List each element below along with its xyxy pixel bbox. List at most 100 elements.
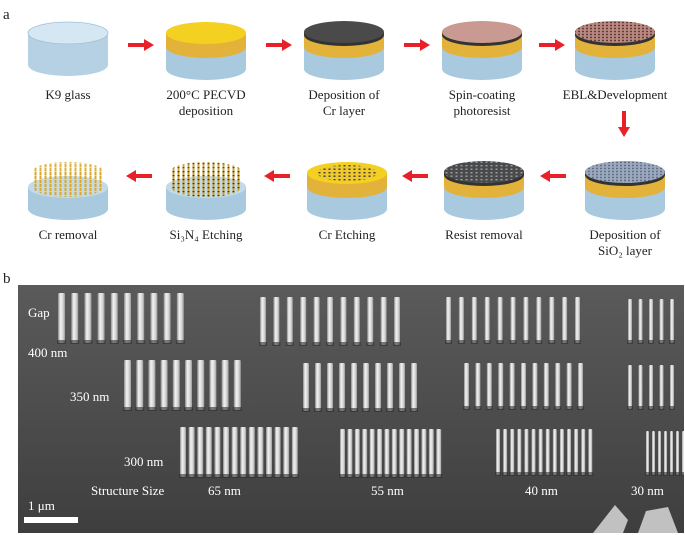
nanopillar-shadow (350, 408, 358, 412)
nanopillar-shadow (136, 340, 146, 344)
nanopillar (339, 363, 345, 411)
nanopillar (649, 365, 653, 409)
nanopillar-shadow (522, 340, 530, 344)
nanopillar-shadow (627, 406, 633, 410)
nanopillar (375, 363, 381, 411)
nanopillar-shadow (474, 406, 482, 410)
nanopillar-shadow (314, 408, 322, 412)
nanopillar (148, 360, 156, 410)
nanopillar (197, 427, 204, 477)
nanopillar (406, 429, 412, 477)
nanopillar-shadow (247, 474, 256, 478)
gap-value-300: 300 nm (124, 454, 163, 469)
nanopillar (223, 427, 229, 477)
nanopillar-shadow (230, 474, 239, 478)
nanopillar (414, 429, 419, 477)
nanopillar (286, 297, 293, 345)
nanopillar (562, 297, 568, 343)
nanopillar-shadow (326, 342, 334, 346)
nanopillar-shadow (577, 406, 584, 410)
nanopillar (362, 429, 368, 477)
nanopillar (266, 427, 272, 477)
nanopillar-shadow (648, 340, 654, 344)
nanopillar (124, 293, 131, 343)
nanopillar-shadow (374, 408, 382, 412)
nanopillar-shadow (537, 472, 544, 476)
nanopillar (578, 363, 583, 409)
nanopillar (532, 363, 538, 409)
nanopillar-shadow (159, 407, 169, 411)
nanopillar (327, 363, 333, 411)
nanopillar (628, 365, 632, 409)
nanopillar (536, 297, 542, 343)
nanopillar (110, 293, 118, 343)
nanopillar-shadow (509, 340, 517, 344)
step-label: EBL&Development (562, 87, 668, 102)
nanopillar (274, 427, 281, 477)
nanopillar-shadow (256, 474, 265, 478)
nanopillar-shadow (135, 407, 145, 411)
nanopillar-shadow (339, 474, 346, 478)
nanopillar (659, 365, 664, 409)
nanopillar-shadow (259, 342, 267, 346)
nanopillar-shadow (123, 407, 132, 411)
nanopillar-shadow (162, 340, 172, 344)
left-arrow-icon (264, 170, 290, 182)
panel-b-letter: b (3, 271, 11, 287)
resist-removed-wafer-icon (444, 161, 524, 220)
nanopillar-shadow (457, 340, 465, 344)
nanopillar-shadow (149, 340, 159, 344)
size-40nm: 40 nm (525, 483, 558, 498)
nanopillar (351, 363, 357, 411)
nanopillar-shadow (410, 408, 418, 412)
left-arrow-icon (540, 170, 566, 182)
nanopillar-shadow (290, 474, 299, 478)
k9-glass-icon (27, 21, 109, 76)
nanopillar-shadow (393, 342, 401, 346)
nanopillar (531, 429, 536, 475)
nanopillar (97, 293, 105, 343)
nanopillar (497, 297, 503, 343)
right-arrow-icon (266, 39, 292, 51)
nanopillar-shadow (353, 474, 361, 478)
nanopillar (646, 431, 649, 475)
nanopillar-shadow (509, 472, 516, 476)
nanopillar-shadow (282, 474, 291, 478)
final-wafer-icon (28, 162, 108, 220)
nanopillar-shadow (83, 340, 93, 344)
nanopillar (510, 429, 515, 475)
nanopillar-shadow (109, 340, 119, 344)
left-arrow-icon (402, 170, 428, 182)
nanopillar-shadow (420, 474, 428, 478)
nanopillar-shadow (627, 340, 633, 344)
size-30nm: 30 nm (631, 483, 664, 498)
nanopillar (313, 297, 320, 345)
step-ebl: EBL&Development (555, 3, 675, 103)
nanopillar-shadow (338, 408, 346, 412)
nanopillar-shadow (445, 340, 452, 344)
size-55nm: 55 nm (371, 483, 404, 498)
nanopillar-shadow (544, 472, 551, 476)
nanopillar (340, 297, 347, 345)
nanopillar (638, 299, 643, 343)
nanopillar-shadow (187, 474, 196, 478)
nanopillar (347, 429, 353, 477)
nanopillar (628, 299, 632, 343)
nanopillar-shadow (483, 340, 491, 344)
nanopillar (498, 363, 504, 409)
nanopillar-shadow (497, 406, 505, 410)
nanopillar (670, 431, 673, 475)
nanopillar-shadow (470, 340, 478, 344)
gap-value-350: 350 nm (70, 389, 109, 404)
nanopillar-shadow (502, 472, 509, 476)
nanopillar-shadow (554, 406, 562, 410)
nanopillar-shadow (523, 472, 530, 476)
scale-bar (24, 517, 78, 523)
nanopillar (523, 297, 529, 343)
nanopillar-shadow (272, 342, 281, 346)
nanopillar (552, 429, 557, 475)
